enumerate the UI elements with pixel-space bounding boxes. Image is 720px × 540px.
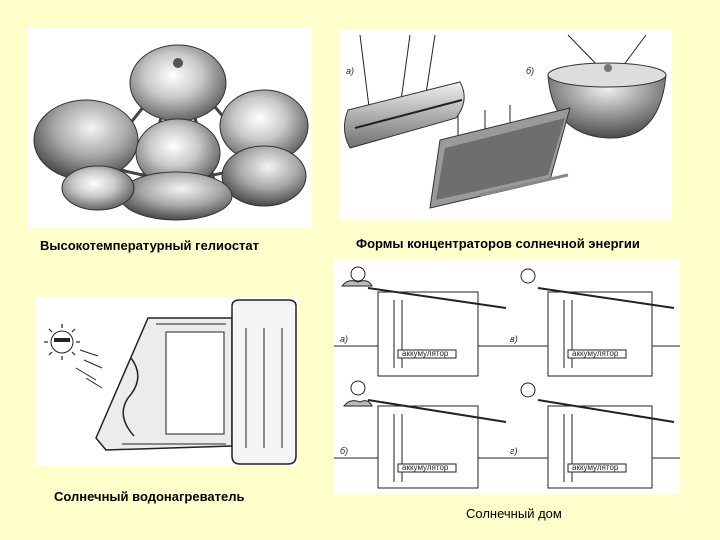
caption-water-heater: Солнечный водонагреватель (54, 489, 244, 504)
mirror-dish (62, 166, 134, 210)
concentrators-image: а) б) в) (340, 30, 672, 220)
house-diagram-g: аккумулятор г) (506, 383, 680, 488)
mirror-dish (130, 45, 226, 121)
label-g: г) (510, 446, 517, 456)
sun-icon (342, 267, 372, 286)
house-diagram-a: аккумулятор а) (334, 267, 506, 376)
label-b: б) (526, 66, 534, 76)
mirror-dish (120, 172, 232, 220)
label-a: а) (340, 334, 348, 344)
accumulator-label: аккумулятор (402, 349, 449, 358)
label-a: а) (346, 66, 354, 76)
house-diagram-v: аккумулятор в) (506, 269, 680, 376)
label-b: б) (340, 446, 348, 456)
caption-solar-house: Солнечный дом (466, 506, 562, 521)
caption-heliostat: Высокотемпературный гелиостат (40, 238, 259, 253)
accumulator-label: аккумулятор (572, 349, 619, 358)
caption-concentrators: Формы концентраторов солнечной энергии (356, 236, 640, 251)
house-diagram-b: аккумулятор б) (334, 381, 506, 488)
sun-icon (521, 383, 535, 397)
accumulator-label: аккумулятор (572, 463, 619, 472)
water-heater-image (36, 298, 298, 466)
label-v: в) (510, 334, 518, 344)
solar-house-image: аккумулятор а) аккумулятор в) (334, 260, 680, 494)
mirror-dish (222, 146, 306, 206)
sun-icon (344, 381, 372, 406)
accumulator-label: аккумулятор (402, 463, 449, 472)
sun-icon (521, 269, 535, 283)
heliostat-image (28, 28, 312, 228)
sun-icon (44, 324, 80, 360)
